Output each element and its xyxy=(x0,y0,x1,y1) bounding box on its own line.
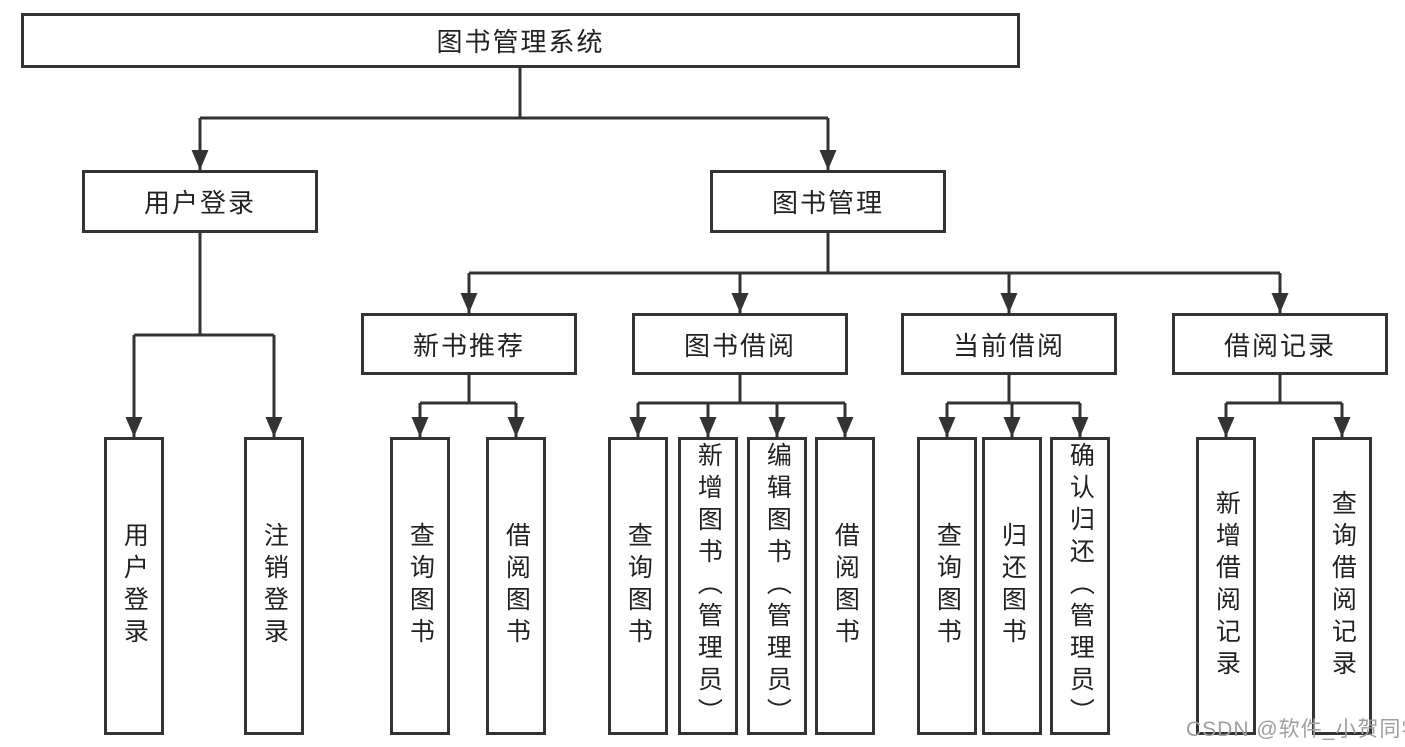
node-current-borrowing: 当前借阅 xyxy=(901,313,1117,375)
node-label: 借阅图书 xyxy=(502,522,531,650)
leaf-recommend-query-books: 查询图书 xyxy=(390,437,450,735)
node-label: 图书管理系统 xyxy=(436,27,605,57)
node-label: 查询图书 xyxy=(933,522,962,650)
leaf-borrowing-query-books: 查询图书 xyxy=(608,437,668,735)
node-book-borrowing: 图书借阅 xyxy=(632,313,848,375)
node-label: 新增图书（管理员） xyxy=(694,442,723,730)
node-label: 图书借阅 xyxy=(683,330,796,361)
leaf-records-add-record: 新增借阅记录 xyxy=(1196,437,1256,735)
node-label: 新增借阅记录 xyxy=(1212,490,1241,682)
node-user-login-group: 用户登录 xyxy=(82,170,318,233)
node-label: 查询借阅记录 xyxy=(1328,490,1357,682)
leaf-borrowing-edit-books-admin: 编辑图书（管理员） xyxy=(747,437,807,735)
node-label: 归还图书 xyxy=(998,522,1027,650)
leaf-records-query-record: 查询借阅记录 xyxy=(1312,437,1372,735)
node-new-book-recommend: 新书推荐 xyxy=(361,313,577,375)
node-label: 新书推荐 xyxy=(412,330,525,361)
leaf-current-query-books: 查询图书 xyxy=(917,437,977,735)
node-label: 注销登录 xyxy=(260,522,289,650)
leaf-current-confirm-return-admin: 确认归还（管理员） xyxy=(1050,437,1110,735)
node-book-management: 图书管理 xyxy=(710,170,946,233)
node-label: 用户登录 xyxy=(120,522,149,650)
node-label: 编辑图书（管理员） xyxy=(763,442,792,730)
leaf-recommend-borrow-books: 借阅图书 xyxy=(486,437,546,735)
leaf-current-return-books: 归还图书 xyxy=(982,437,1042,735)
leaf-borrowing-add-books-admin: 新增图书（管理员） xyxy=(678,437,738,735)
watermark: CSDN @软件_小贺同学 xyxy=(1186,718,1405,741)
node-label: 当前借阅 xyxy=(952,330,1065,361)
node-label: 查询图书 xyxy=(406,522,435,650)
node-label: 借阅记录 xyxy=(1223,330,1336,361)
leaf-logout-login: 注销登录 xyxy=(244,437,304,735)
node-label: 借阅图书 xyxy=(831,522,860,650)
node-root-system: 图书管理系统 xyxy=(21,13,1020,68)
node-borrowing-records: 借阅记录 xyxy=(1172,313,1388,375)
leaf-user-login: 用户登录 xyxy=(104,437,164,735)
node-label: 图书管理 xyxy=(771,188,884,218)
node-label: 用户登录 xyxy=(143,188,256,218)
node-label: 确认归还（管理员） xyxy=(1066,442,1095,730)
leaf-borrowing-borrow-books: 借阅图书 xyxy=(815,437,875,735)
node-label: 查询图书 xyxy=(624,522,653,650)
